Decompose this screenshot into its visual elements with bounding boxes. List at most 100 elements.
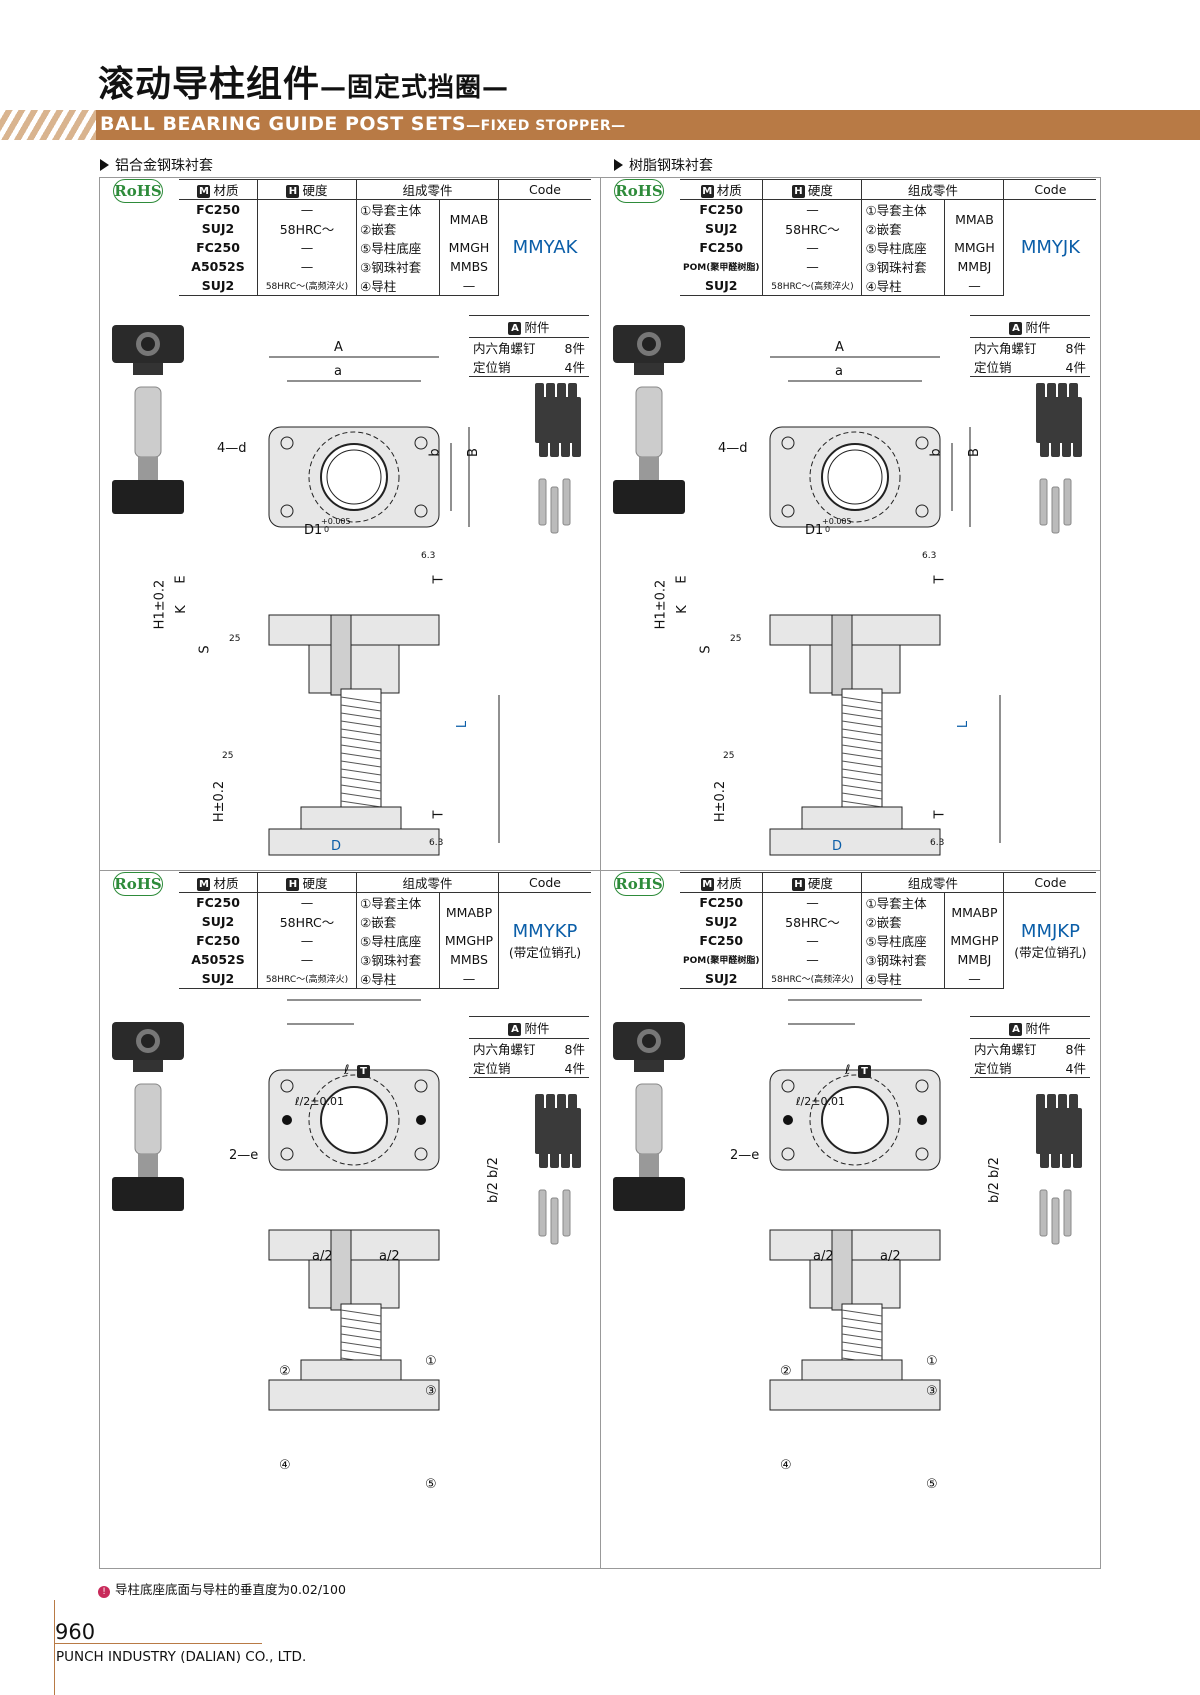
part-cell: ④导柱 [861,969,945,989]
code-header: Code [1003,872,1097,893]
part-code-cell: — [439,276,499,296]
product-code: MMYJK [1003,199,1097,296]
a-icon: A [508,1023,522,1036]
material-cell: FC250 [699,895,744,910]
accessory-qty: 8件 [564,1042,585,1057]
part-cell: ③钢珠衬套 [356,950,440,969]
hardness-cell: — [762,892,862,912]
m-icon: M [197,185,211,198]
page-number: 960 [55,1620,96,1644]
callout-5: ⑤ [425,1477,437,1492]
part-code-cell: MMBS [439,950,499,969]
product-code: MMYAK [498,199,591,296]
callout-2: ② [780,1364,792,1379]
part-cell: ④导柱 [861,276,945,296]
part-code-cell: MMGHP [944,931,1004,950]
roughness-6-3-lower: 6.3 [429,838,444,848]
accessory-name: 定位销 [970,1058,1056,1078]
dim-T-lower: T [932,810,948,819]
roughness-25: 25 [229,634,241,644]
part-code-cell: MMBS [439,257,499,276]
roughness-6-3: 6.3 [922,551,937,561]
dim-b: b [427,448,443,457]
material-cell: FC250 [196,895,240,910]
roughness-6-3: 6.3 [421,551,436,561]
part-cell: ①导套主体 [356,199,440,219]
part-cell: ①导套主体 [861,199,945,219]
h-icon: H [286,185,300,198]
hardness-cell: 58HRC～ [257,912,357,931]
section-view [769,614,1001,856]
parts-header: 组成零件 [356,179,499,200]
callout-3: ③ [926,1384,938,1399]
h-icon: H [286,878,300,891]
parts-header: 组成零件 [356,872,499,893]
page-rule-vertical [54,1600,55,1695]
product-photo [112,325,184,514]
screws-pins-photo [535,1094,581,1245]
rohs-badge: RoHS [614,872,664,896]
callout-4: ④ [279,1458,291,1473]
hardness-cell: — [762,238,862,257]
accessory-qty: 4件 [1055,357,1090,377]
dim-A: A [835,340,844,355]
code-note: (带定位销孔) [508,944,582,960]
rohs-badge: RoHS [113,872,163,896]
part-code-cell: — [944,969,1004,989]
material-cell: FC250 [699,240,744,255]
roughness-25: 25 [730,634,742,644]
h-icon: H [791,185,805,198]
hardness-cell: — [257,238,357,257]
hardness-cell: 58HRC～(高频淬火) [762,276,862,296]
dim-a: a [835,364,843,379]
accessory-name: 内六角螺钉 [974,341,1037,356]
hardness-cell: 58HRC～ [762,219,862,238]
product-photo [112,1022,184,1211]
section-label-right: 树脂钢珠衬套 [614,155,713,175]
screws-pins-photo [1036,1094,1082,1245]
hardness-cell: — [762,950,862,969]
part-cell: ⑤导柱底座 [861,238,945,257]
part-cell: ①导套主体 [356,892,440,912]
accessory-qty: 8件 [1065,1042,1086,1057]
material-cell: SUJ2 [179,276,258,296]
roughness-25-lower: 25 [222,751,234,761]
callout-3: ③ [425,1384,437,1399]
dim-b-half-bottom: b/2 [485,1182,501,1203]
hardness-cell: — [257,892,357,912]
hardness-cell: 58HRC～ [257,219,357,238]
dim-H1: H1±0.2 [653,579,669,630]
technical-drawing [769,356,1001,856]
page-rule [54,1643,262,1644]
material-cell: SUJ2 [704,221,738,236]
part-code-cell: MMBJ [944,257,1004,276]
dim-K: K [674,605,690,614]
banner-stripes [0,110,96,140]
roughness-25-lower: 25 [723,751,735,761]
technical-drawing [268,999,440,1411]
company-name: PUNCH INDUSTRY (DALIAN) CO., LTD. [56,1649,307,1665]
dim-H1: H1±0.2 [152,579,168,630]
hardness-cell: — [762,257,862,276]
technical-drawing [268,356,500,856]
callout-1: ① [926,1354,938,1369]
